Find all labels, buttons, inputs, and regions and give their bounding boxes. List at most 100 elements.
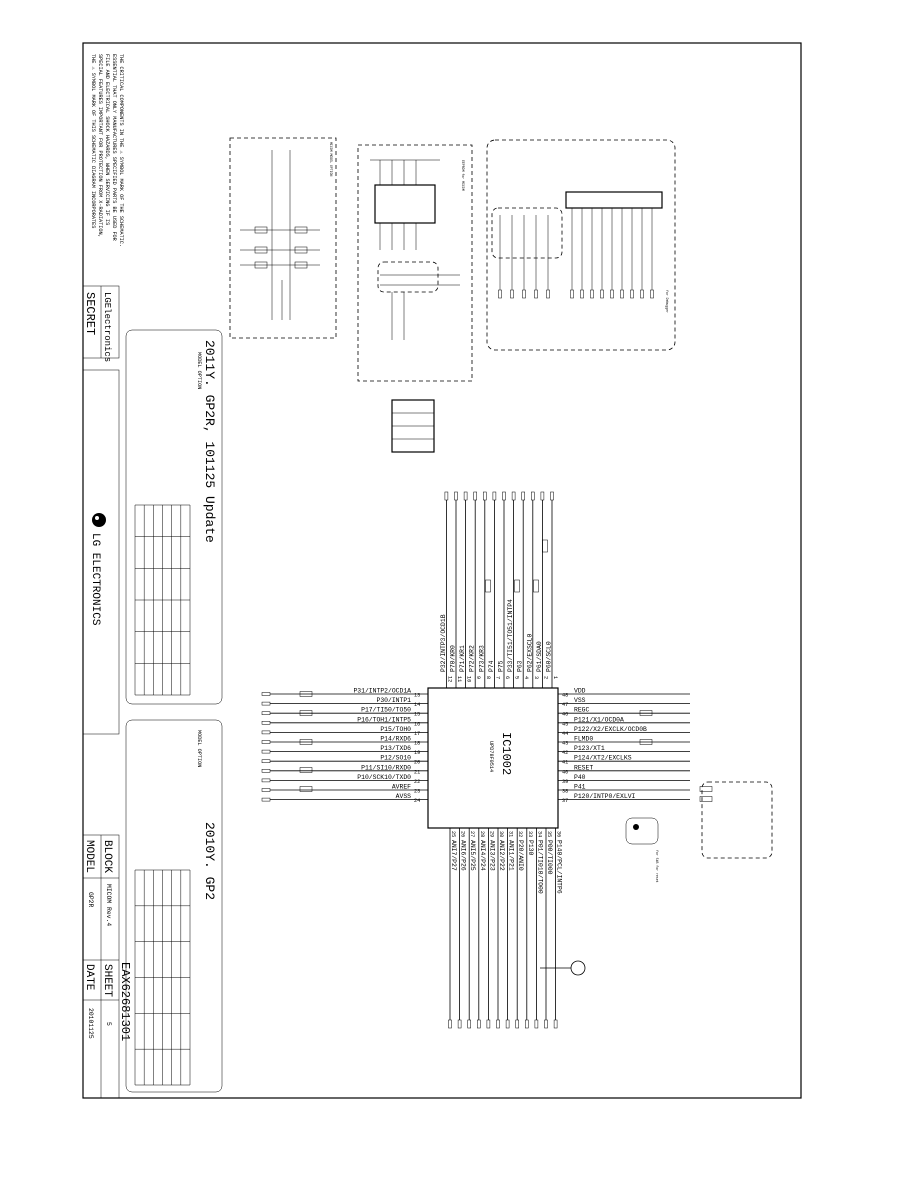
resistor-symbol bbox=[299, 767, 313, 773]
left-pin-label: AVREF bbox=[392, 784, 411, 791]
left-pin-label: P17/TI50/TO50 bbox=[361, 707, 411, 714]
right-pin-number: 48 bbox=[562, 693, 568, 699]
connector-terminal bbox=[630, 289, 634, 299]
connector-terminal bbox=[498, 289, 502, 299]
top-pin-label: P32/INTP3/OCD1B bbox=[440, 614, 447, 672]
right-pin-label: REGC bbox=[574, 707, 590, 714]
tact-switch: for 5kB for reset bbox=[625, 817, 659, 883]
connector-terminal bbox=[261, 769, 271, 773]
connector-terminal bbox=[502, 491, 506, 501]
left-pin-label: P15/TOH0 bbox=[380, 726, 411, 733]
right-pin-number: 46 bbox=[562, 712, 568, 718]
top-pin-label: P72/KR2 bbox=[469, 645, 476, 672]
connector-terminal bbox=[473, 491, 477, 501]
bottom-pin-label: ANI4/P24 bbox=[479, 840, 486, 871]
eeprom-label: EEPROM for MICOM bbox=[461, 160, 465, 191]
connector-terminal bbox=[650, 289, 654, 299]
debugger-block: for Debugger bbox=[486, 139, 676, 351]
right-pin-label: P122/X2/EXCLK/OCD0B bbox=[574, 726, 647, 733]
main-ic-body bbox=[427, 687, 559, 829]
top-pin-number: 6 bbox=[504, 676, 510, 679]
left-pin-number: 22 bbox=[414, 779, 420, 785]
connector-terminal bbox=[534, 289, 538, 299]
connector-terminal bbox=[448, 1019, 452, 1029]
left-pin-label: P14/RXD6 bbox=[380, 736, 411, 743]
connector-terminal bbox=[261, 701, 271, 706]
connector-terminal bbox=[261, 797, 271, 802]
bottom-pin-number: 32 bbox=[517, 831, 523, 837]
connector-terminal bbox=[261, 778, 271, 783]
update-2010-title: 2010Y. GP2 bbox=[202, 822, 217, 900]
connector-terminal bbox=[534, 1019, 539, 1029]
connector-terminal bbox=[620, 289, 624, 299]
connector-terminal bbox=[454, 491, 458, 501]
bottom-pin-label: ANI1/P21 bbox=[508, 840, 515, 871]
connector-terminal bbox=[580, 289, 584, 299]
update-2011-table: 2011Y. GP2R, 101125 Update MODEL OPTION bbox=[125, 329, 223, 705]
left-pin-number: 21 bbox=[414, 769, 420, 775]
connector-terminal bbox=[457, 1019, 462, 1029]
left-pin-number: 17 bbox=[414, 731, 420, 737]
right-pin-number: 37 bbox=[562, 798, 568, 804]
resistor-symbol bbox=[299, 786, 313, 792]
left-pin-number: 20 bbox=[414, 760, 420, 766]
update-2011-model-option: MODEL OPTION bbox=[196, 352, 202, 389]
connector-terminal bbox=[261, 740, 271, 744]
right-pin-number: 42 bbox=[562, 750, 568, 756]
top-pin-number: 5 bbox=[514, 676, 520, 679]
connector-terminal bbox=[531, 491, 535, 501]
bottom-pin-label: P20/ANI0 bbox=[517, 840, 524, 871]
micom-option-label: MICOM MODEL OPTION bbox=[329, 142, 333, 177]
left-pin-label: P11/SI10/RXD0 bbox=[361, 764, 411, 771]
micom-option-block: MICOM MODEL OPTION bbox=[229, 137, 337, 339]
sheet-label: SHEET bbox=[101, 964, 113, 997]
top-pin-number: 3 bbox=[533, 676, 539, 679]
secret-label: SECRET bbox=[83, 292, 97, 335]
right-pin-label: VDD bbox=[574, 688, 586, 695]
connector-terminal bbox=[515, 1019, 519, 1029]
eeprom-ic bbox=[374, 184, 436, 224]
bottom-pin-number: 31 bbox=[508, 831, 514, 837]
left-pin-label: P16/TOH1/INTP5 bbox=[357, 716, 411, 723]
connector-terminal bbox=[522, 289, 526, 299]
connector-terminal bbox=[486, 1019, 491, 1029]
connector-terminal bbox=[590, 289, 594, 299]
left-pin-number: 14 bbox=[414, 702, 420, 708]
connector-terminal bbox=[477, 1019, 481, 1029]
bottom-pin-number: 35 bbox=[546, 831, 552, 837]
bottom-pin-label: P01/TI010/TO00 bbox=[536, 840, 543, 894]
connector-terminal bbox=[496, 1019, 500, 1029]
top-pin-label: P70/KR0 bbox=[450, 645, 457, 672]
resonator-component bbox=[391, 399, 435, 453]
note-line-2: SPECIAL FEATURES IMPORTANT FOR PROTECTIO… bbox=[97, 54, 103, 238]
connector-terminal bbox=[444, 491, 449, 501]
connector-terminal bbox=[553, 1019, 558, 1029]
bottom-pin-label: P140/PCL/INTP6 bbox=[556, 840, 563, 894]
bottom-pin-number: 34 bbox=[536, 831, 542, 837]
block-label: BLOCK bbox=[101, 840, 113, 873]
right-pin-label: P40 bbox=[574, 774, 586, 781]
title-block: MODEL BLOCK GP2R MICOM Rev.4 DATE SHEET … bbox=[82, 834, 132, 1099]
top-pin-number: 11 bbox=[456, 676, 462, 682]
top-pin-number: 9 bbox=[475, 676, 481, 679]
lg-logo-box: LG ELECTRONICS bbox=[82, 369, 120, 735]
top-pin-label: P60/SCL0 bbox=[546, 641, 553, 672]
connector-terminal bbox=[483, 491, 487, 501]
top-pin-number: 8 bbox=[485, 676, 491, 679]
right-pin-number: 41 bbox=[562, 760, 568, 766]
top-pin-number: 10 bbox=[466, 676, 472, 682]
top-pin-label: P61/SDA0 bbox=[536, 641, 543, 672]
connector-terminal bbox=[261, 721, 271, 725]
left-pin-number: 23 bbox=[414, 789, 420, 795]
top-pin-number: 2 bbox=[542, 676, 548, 679]
secret-box: SECRET LGElectronics bbox=[82, 285, 120, 362]
connector-terminal bbox=[521, 491, 525, 501]
top-pin-label: P63 bbox=[517, 660, 524, 672]
left-pin-number: 15 bbox=[414, 712, 420, 718]
connector-terminal bbox=[550, 491, 554, 501]
right-pin-label: P123/XT1 bbox=[574, 745, 605, 752]
connector-terminal bbox=[261, 730, 271, 735]
connector-terminal bbox=[261, 692, 271, 696]
right-pin-number: 40 bbox=[562, 769, 568, 775]
